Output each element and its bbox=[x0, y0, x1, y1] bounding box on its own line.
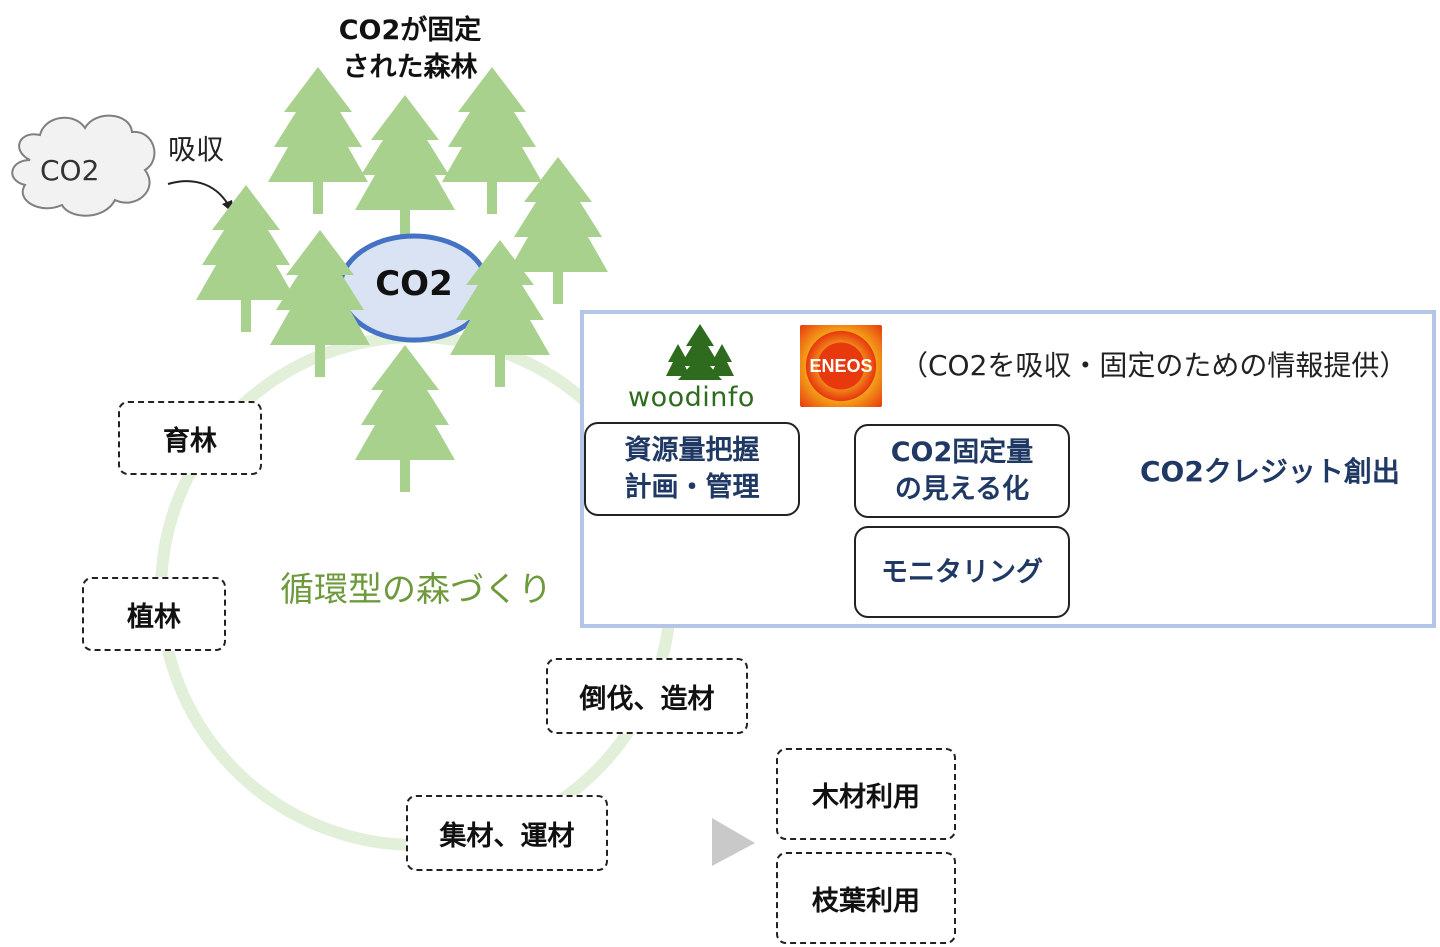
woodinfo-logo-icon bbox=[666, 324, 734, 380]
box-resource-planning: 資源量把握 計画・管理 bbox=[584, 422, 800, 516]
box-monitoring: モニタリング bbox=[854, 526, 1070, 618]
step-tobatsu: 倒伐、造材 bbox=[546, 658, 748, 734]
use-wood: 木材利用 bbox=[776, 748, 956, 840]
eneos-logo: ENEOS bbox=[800, 325, 882, 407]
credit-label: CO2クレジット創出 bbox=[1140, 455, 1400, 488]
curved-arrow-icon bbox=[167, 180, 234, 214]
step-ikurin: 育林 bbox=[118, 401, 262, 475]
box-co2-visualization: CO2固定量 の見える化 bbox=[854, 424, 1070, 518]
tree-icon bbox=[355, 95, 455, 242]
step-shokurin: 植林 bbox=[82, 577, 226, 651]
cycle-label: 循環型の森づくり bbox=[280, 570, 552, 610]
triangle-arrow-icon bbox=[712, 818, 755, 866]
forest-title: CO2が固定 された森林 bbox=[338, 15, 482, 83]
absorb-label: 吸収 bbox=[168, 133, 225, 166]
step-shuzai: 集材、運材 bbox=[406, 795, 608, 871]
cloud-co2-label: CO2 bbox=[40, 154, 100, 187]
cloud-icon bbox=[11, 114, 156, 217]
info-text: （CO2を吸収・固定のための情報提供） bbox=[900, 349, 1408, 382]
center-co2-label: CO2 bbox=[375, 264, 453, 304]
eneos-logo-text: ENEOS bbox=[809, 355, 873, 376]
tree-icon bbox=[268, 67, 368, 214]
use-branches: 枝葉利用 bbox=[776, 852, 956, 944]
tree-icon bbox=[355, 345, 455, 492]
woodinfo-logo-text: woodinfo bbox=[628, 382, 755, 413]
tree-icon bbox=[442, 67, 542, 214]
